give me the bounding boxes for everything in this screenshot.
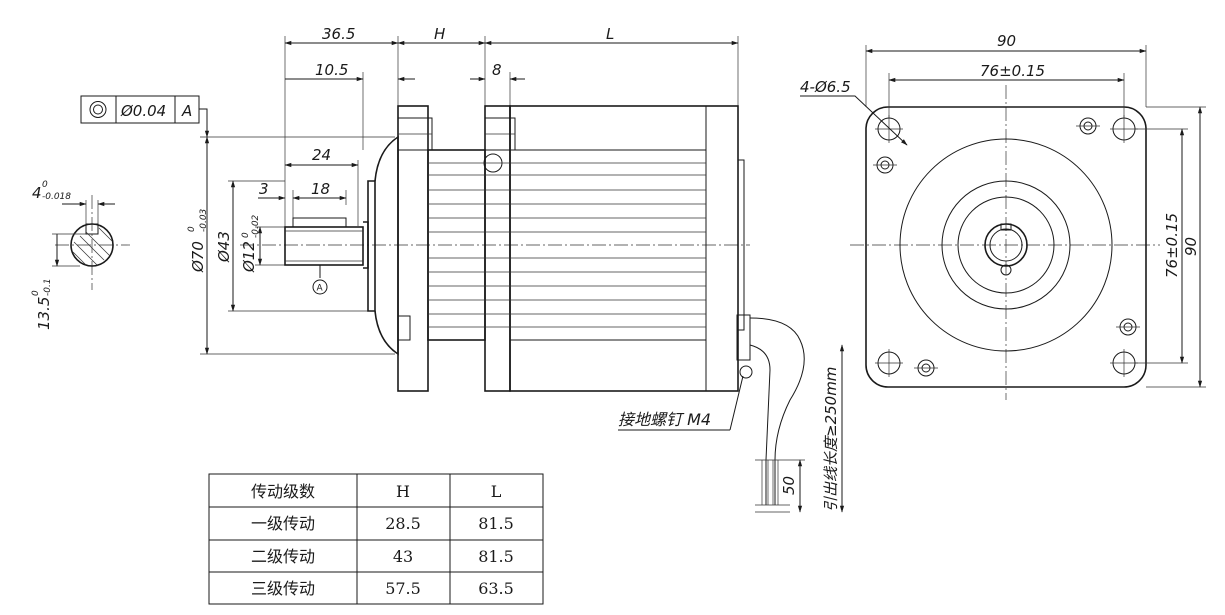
key-dim-13-5-tol-bottom: -0.1 <box>43 278 53 296</box>
screw-holes <box>873 117 1140 377</box>
dim-L: L <box>606 25 614 43</box>
lead-length: 引出线长度≥250mm <box>822 367 840 512</box>
tolerance-frame: Ø0.04 A <box>80 95 210 138</box>
datum-a-marker: A <box>317 284 324 294</box>
table-row-1-L: 81.5 <box>478 514 514 533</box>
dia-12-tol-top: 0 <box>241 232 251 238</box>
front-dim-76-side: 76±0.15 <box>1163 213 1181 278</box>
lead-50: 50 <box>780 476 798 495</box>
table-row-2-stage: 二级传动 <box>251 547 315 566</box>
dim-3: 3 <box>259 180 269 198</box>
front-view <box>800 45 1206 400</box>
table-header-H: H <box>396 482 410 501</box>
dia-70-tol-top: 0 <box>187 226 197 232</box>
dim-10-5: 10.5 <box>315 61 348 79</box>
front-dim-90-top: 90 <box>997 32 1016 50</box>
table-row-3-H: 57.5 <box>385 579 421 598</box>
tol-datum: A <box>181 102 192 120</box>
front-view-texts: 90 76±0.15 4-Ø6.5 76±0.15 90 <box>800 32 1200 278</box>
dia-43-label: Ø43 <box>215 231 233 263</box>
table-row-3-L: 63.5 <box>478 579 514 598</box>
key-dim-4-tol-bottom: -0.018 <box>42 192 71 202</box>
front-dim-76-top: 76±0.15 <box>980 62 1045 80</box>
tol-value: Ø0.04 <box>120 102 166 120</box>
table-row-2-H: 43 <box>393 547 413 566</box>
transmission-table: 传动级数 H L 一级传动 28.5 81.5 二级传动 43 81.5 三级传… <box>208 473 544 605</box>
table-row-1-H: 28.5 <box>385 514 421 533</box>
side-view-dimensions <box>200 36 739 355</box>
table-row-3-stage: 三级传动 <box>251 579 315 598</box>
key-section-view: 4 0 -0.018 13.5 0 -0.1 <box>31 180 130 330</box>
key-dim-13-5-tol-top: 0 <box>31 290 41 296</box>
dia-70-label: Ø70 <box>189 241 207 273</box>
motor-side-view: A <box>240 105 845 513</box>
key-dim-4: 4 <box>32 184 42 202</box>
table-header-L: L <box>491 482 502 501</box>
dim-18: 18 <box>311 180 330 198</box>
dim-24: 24 <box>312 146 331 164</box>
dia-12-label: Ø12 <box>240 241 258 273</box>
cable-labels: 50 引出线长度≥250mm 接地螺钉 M4 <box>618 367 840 512</box>
dim-36-5: 36.5 <box>322 25 355 43</box>
key-dim-4-tol-top: 0 <box>42 180 48 190</box>
dim-H: H <box>434 25 445 43</box>
cooling-fins <box>428 162 706 328</box>
key-dim-13-5: 13.5 <box>35 297 53 330</box>
dia-70-tol-bottom: -0.03 <box>199 208 209 232</box>
front-dim-90-side: 90 <box>1182 237 1200 256</box>
ground-screw-label: 接地螺钉 M4 <box>618 410 711 429</box>
dia-12-tol-bottom: -0.02 <box>251 214 261 238</box>
front-holes: 4-Ø6.5 <box>800 78 851 96</box>
dim-8: 8 <box>492 61 502 79</box>
table-header-stages: 传动级数 <box>251 482 315 501</box>
side-view-dim-texts: 36.5 H L 10.5 8 24 3 18 Ø70 0 -0.03 Ø43 … <box>187 25 614 273</box>
table-row-2-L: 81.5 <box>478 547 514 566</box>
table-row-1-stage: 一级传动 <box>251 514 315 533</box>
